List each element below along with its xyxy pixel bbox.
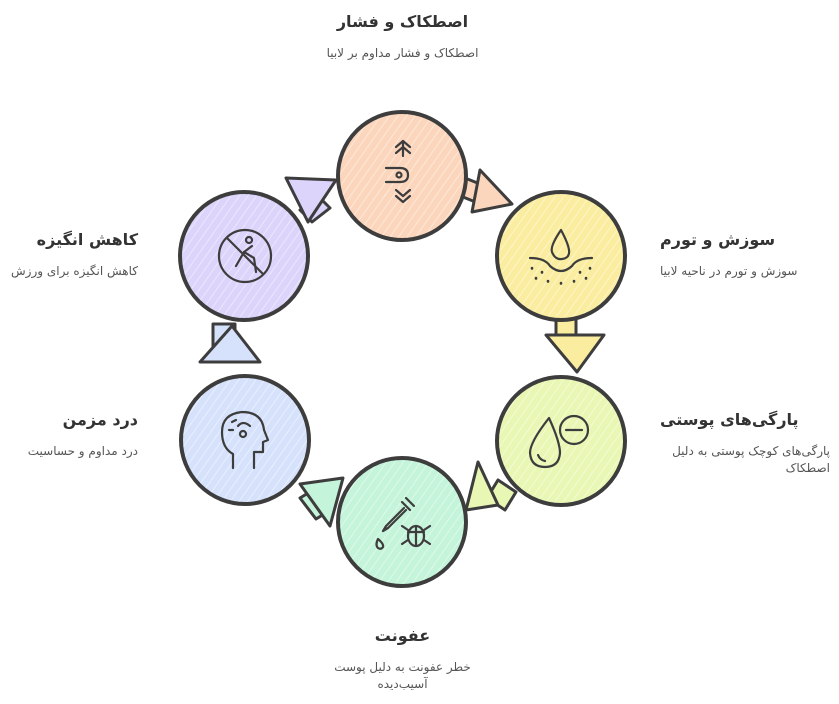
stage-title: کاهش انگیزه (36, 230, 138, 249)
drop-minus-icon (528, 414, 590, 469)
stage-label-motivation: کاهش انگیزه کاهش انگیزه برای ورزش (8, 230, 138, 280)
arrow-motivation-to-friction (284, 176, 338, 224)
stage-title: عفونت (374, 626, 431, 645)
stage-label-chronic-pain: درد مزمن درد مداوم و حساسیت (8, 410, 138, 460)
stage-desc: پارگی‌های کوچک پوستی به دلیل اصطکاک (672, 444, 830, 475)
stage-title: سوزش و تورم (660, 230, 776, 249)
stage-label-friction: اصطکاک و فشار اصطکاک و فشار مداوم بر لاب… (300, 12, 505, 62)
stage-label-tears: پارگی‌های پوستی پارگی‌های کوچک پوستی به … (660, 410, 830, 477)
no-exercise-icon (217, 228, 273, 284)
stage-desc: اصطکاک و فشار مداوم بر لابیا (326, 46, 479, 60)
arrow-infection-to-pain (298, 476, 345, 528)
stage-circle-chronic-pain (179, 374, 311, 506)
stage-circle-swelling (495, 190, 627, 322)
head-pain-icon (220, 410, 270, 470)
stage-label-swelling: سوزش و تورم سوزش و تورم در ناحیه لابیا (660, 230, 830, 280)
stage-title: پارگی‌های پوستی (660, 410, 799, 429)
stage-title: درد مزمن (62, 410, 138, 429)
stage-desc: سوزش و تورم در ناحیه لابیا (660, 264, 798, 278)
stage-circle-infection (336, 456, 468, 588)
arrow-pain-to-motivation (198, 322, 262, 364)
stage-desc: درد مداوم و حساسیت (27, 444, 138, 458)
stage-label-infection: عفونت خطر عفونت به دلیل پوست آسیب‌دیده (310, 626, 495, 693)
arrow-tears-to-infection (464, 460, 518, 512)
stage-title: اصطکاک و فشار (336, 12, 469, 31)
stage-circle-tears (495, 375, 627, 507)
finger-pressure-icon (384, 139, 412, 204)
dropper-bug-icon (375, 496, 432, 550)
stage-desc: کاهش انگیزه برای ورزش (11, 264, 138, 278)
skin-drop-icon (528, 228, 594, 285)
stage-desc: خطر عفونت به دلیل پوست آسیب‌دیده (334, 660, 471, 691)
